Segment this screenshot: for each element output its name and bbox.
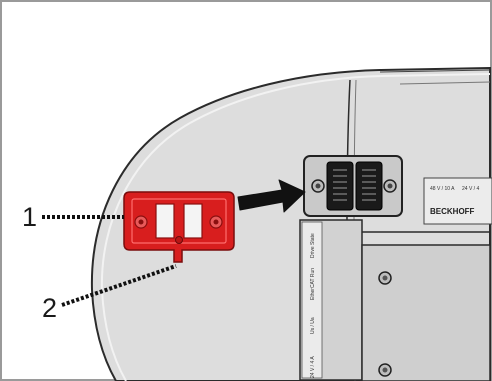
callout-1-number: 1 <box>22 202 37 232</box>
side-label-2: Us / Ua <box>310 317 316 334</box>
brand-label: BECKHOFF <box>430 207 475 216</box>
side-label-1: 24 V / 4 A <box>310 356 316 378</box>
rating-right-label: 24 V / 4 <box>462 186 479 192</box>
side-label-4: Drive State <box>310 233 316 258</box>
callout-2-number: 2 <box>42 293 57 323</box>
connector-socket <box>304 156 402 216</box>
device-label-plate: 48 V / 10 A 24 V / 4 BECKHOFF <box>424 178 492 224</box>
led-label-strip: 24 V / 4 A Us / Ua EtherCAT Run Drive St… <box>302 222 322 378</box>
side-label-3: EtherCAT Run <box>310 268 316 300</box>
rating-left-label: 48 V / 10 A <box>430 186 455 192</box>
